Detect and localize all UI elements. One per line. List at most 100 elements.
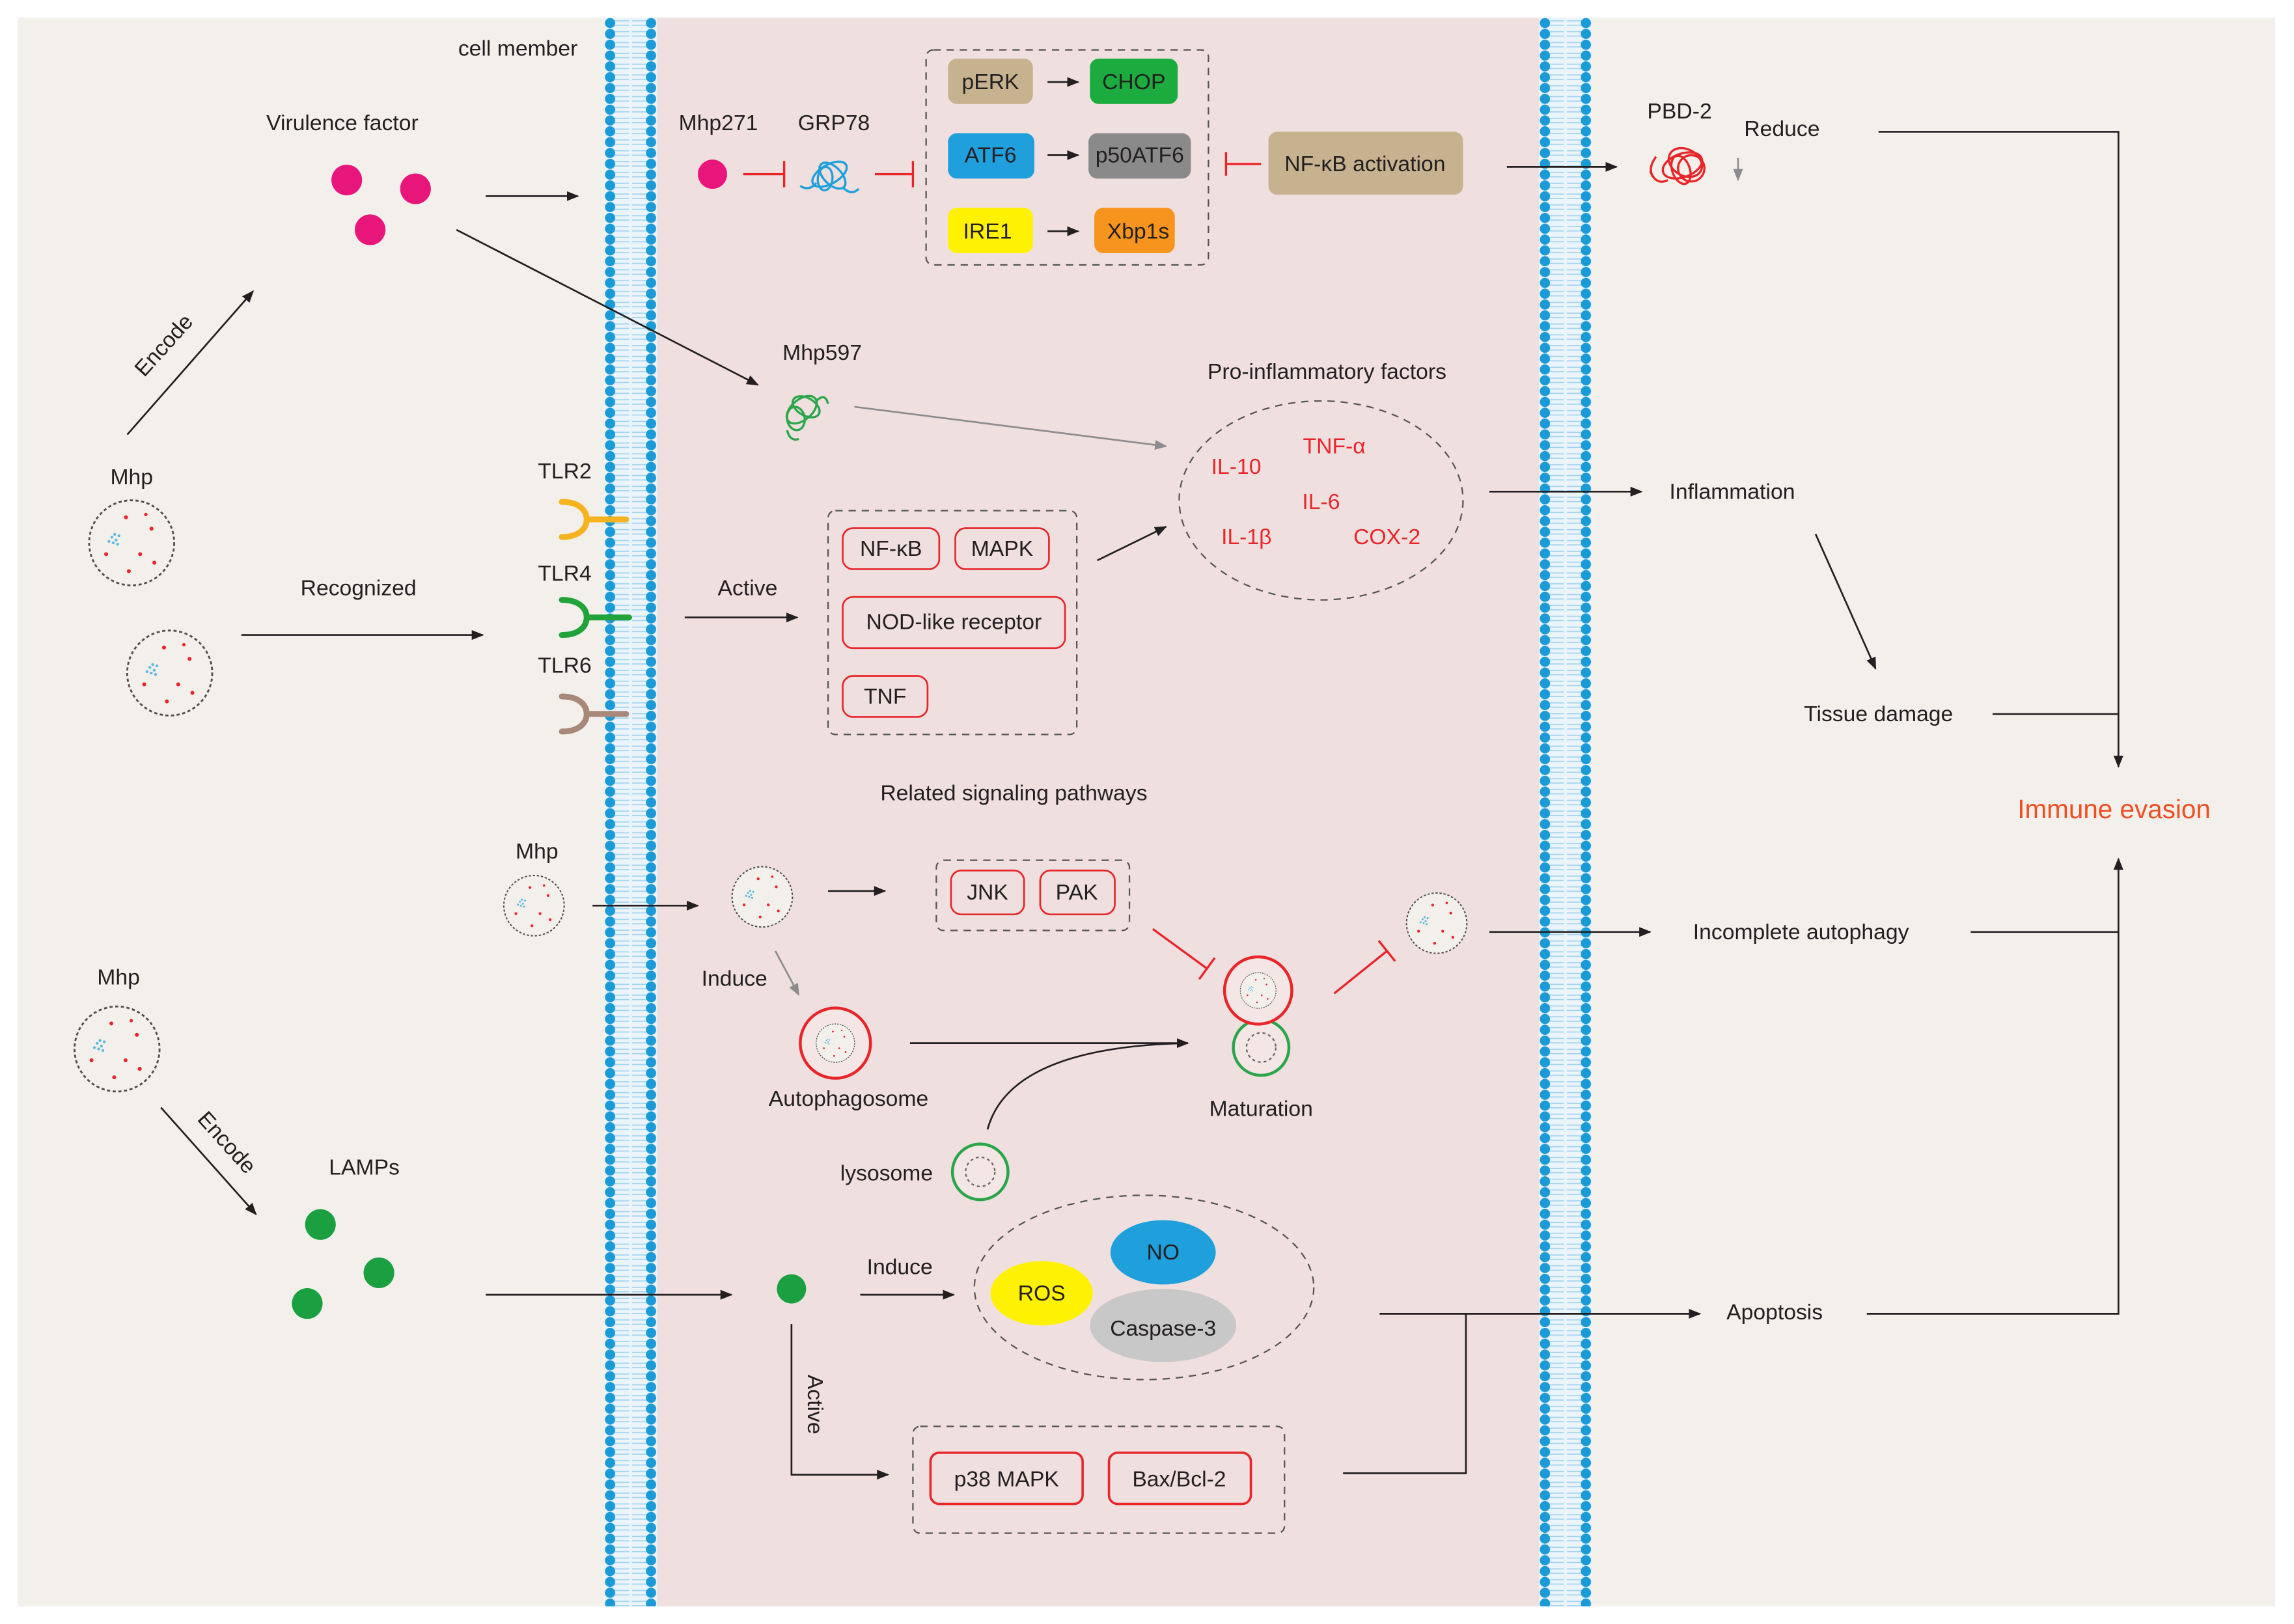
cytoplasm-region <box>657 18 1540 1606</box>
tlr2-receptor-icon <box>559 499 629 540</box>
nfkb-activation-box <box>1268 131 1463 195</box>
mhp597-label: Mhp597 <box>782 340 862 365</box>
mhp-cell-icon <box>731 866 794 928</box>
mhp597-protein-icon <box>785 394 829 441</box>
reduce-label: Reduce <box>1744 117 1819 141</box>
arrow-encode-lamps <box>160 1107 257 1215</box>
il1b-label: IL-1β <box>1221 525 1271 549</box>
chop-box <box>1090 59 1178 104</box>
tissue-damage-label: Tissue damage <box>1804 702 1953 726</box>
no-ellipse <box>1110 1220 1216 1285</box>
grp78-protein-icon <box>799 160 860 193</box>
nod-like-receptor-label: NOD-like receptor <box>866 609 1042 634</box>
p38-mapk-box <box>929 1452 1084 1506</box>
lamps-label: LAMPs <box>329 1155 400 1180</box>
maturation-icon <box>1223 955 1293 1077</box>
lysosome-label: lysosome <box>840 1161 933 1186</box>
xbp1s-box <box>1094 208 1175 253</box>
atf6-label: ATF6 <box>965 143 1017 167</box>
apoptosis-label: Apoptosis <box>1726 1300 1823 1325</box>
recognized-label: Recognized <box>301 576 417 601</box>
tnf-label: TNF <box>864 684 907 709</box>
nfkb-label: NF-κB <box>860 536 922 561</box>
mhp-label-top: Mhp <box>110 465 153 489</box>
mhp271-dot-icon <box>698 159 727 189</box>
tlr6-receptor-icon <box>559 693 629 735</box>
caspase3-label: Caspase-3 <box>1110 1316 1216 1341</box>
apoptosis-pathway-box <box>912 1425 1286 1534</box>
kinase-box <box>935 859 1131 931</box>
mhp-cell-icon <box>88 499 176 586</box>
connector-pbd2-evasion <box>1878 131 2123 768</box>
grp78-label: GRP78 <box>798 111 870 135</box>
arrow-encode-virulence <box>126 290 255 435</box>
mhp-cell-icon <box>74 1005 161 1093</box>
ros-ellipse <box>990 1261 1093 1326</box>
pbd2-protein-icon <box>1649 146 1706 186</box>
ros-label: ROS <box>1018 1281 1066 1306</box>
nfkb-activation-label: NF-κB activation <box>1284 152 1445 176</box>
cox2-label: COX-2 <box>1353 525 1420 549</box>
no-label: NO <box>1146 1240 1180 1265</box>
nfkb-box <box>842 527 941 570</box>
maturation-label: Maturation <box>1209 1097 1313 1122</box>
lysosome-icon <box>950 1142 1010 1202</box>
arrow-mhp597-factors <box>854 406 1168 450</box>
perk-box <box>948 59 1033 104</box>
active-label-apoptosis: Active <box>803 1375 827 1435</box>
mapk-label: MAPK <box>971 536 1034 561</box>
induce-label-apoptosis: Induce <box>867 1254 933 1279</box>
induce-label-autophagy: Induce <box>702 967 767 991</box>
virulence-factor-dots <box>331 165 431 245</box>
arrow-inflammation-tissue <box>1814 533 1877 670</box>
xbp1s-label: Xbp1s <box>1107 219 1170 243</box>
er-stress-box <box>925 49 1209 266</box>
il10-label: IL-10 <box>1211 454 1262 479</box>
mhp-cell-icon <box>503 874 565 937</box>
jnk-box <box>950 870 1025 916</box>
ire1-label: IRE1 <box>963 219 1012 243</box>
pink-dot-icon <box>355 214 386 245</box>
pbd2-label: PBD-2 <box>1647 99 1711 124</box>
connector-pathways-apoptosis <box>1343 1314 1467 1474</box>
autophagosome-icon <box>799 1006 872 1080</box>
inhibition-mhp271-grp78-icon <box>743 161 786 187</box>
arrow-signaling-factors <box>1096 526 1167 562</box>
lamps-dots <box>292 1209 394 1319</box>
signaling-caption: Related signaling pathways <box>880 780 1147 805</box>
inhibition-grp78-er-icon <box>874 161 915 187</box>
chop-label: CHOP <box>1102 70 1165 94</box>
immune-evasion-label: Immune evasion <box>2017 794 2211 824</box>
signaling-pathways-box <box>827 510 1078 736</box>
connector-apoptosis-evasion <box>1866 857 2123 1315</box>
inhibition-kinase-maturation-icon <box>1152 928 1216 980</box>
ire1-box <box>948 208 1033 253</box>
active-label-inflammation: Active <box>718 576 778 601</box>
inhibition-maturation-mhp-icon <box>1333 940 1396 995</box>
nod-like-receptor-box <box>842 596 1066 650</box>
mhp-label-lamps: Mhp <box>97 965 140 989</box>
pro-inflammatory-ellipse <box>1178 400 1464 601</box>
incomplete-autophagy-label: Incomplete autophagy <box>1693 920 1909 944</box>
lamp-dot-icon <box>777 1274 807 1304</box>
bax-bcl2-box <box>1107 1452 1252 1506</box>
right-cell-membrane <box>1539 18 1592 1606</box>
jnk-label: JNK <box>967 880 1008 905</box>
mhp271-label: Mhp271 <box>679 111 758 135</box>
inhibition-er-nfkb-icon <box>1224 152 1262 176</box>
membrane-label: cell member <box>458 36 578 61</box>
arrow-active-apoptosis <box>790 1324 890 1480</box>
green-dot-icon <box>363 1257 394 1289</box>
mapk-box <box>954 527 1050 570</box>
inflammation-label: Inflammation <box>1670 479 1795 504</box>
arrow-induce-autophagosome <box>774 950 800 997</box>
green-dot-icon <box>305 1209 336 1240</box>
virulence-factor-label: Virulence factor <box>266 111 419 135</box>
p50atf6-box <box>1088 133 1191 179</box>
pink-dot-icon <box>331 165 363 196</box>
tnf-box <box>842 675 929 718</box>
tlr4-label: TLR4 <box>538 561 591 586</box>
autophagosome-label: Autophagosome <box>769 1086 928 1111</box>
left-cell-membrane <box>604 18 657 1606</box>
